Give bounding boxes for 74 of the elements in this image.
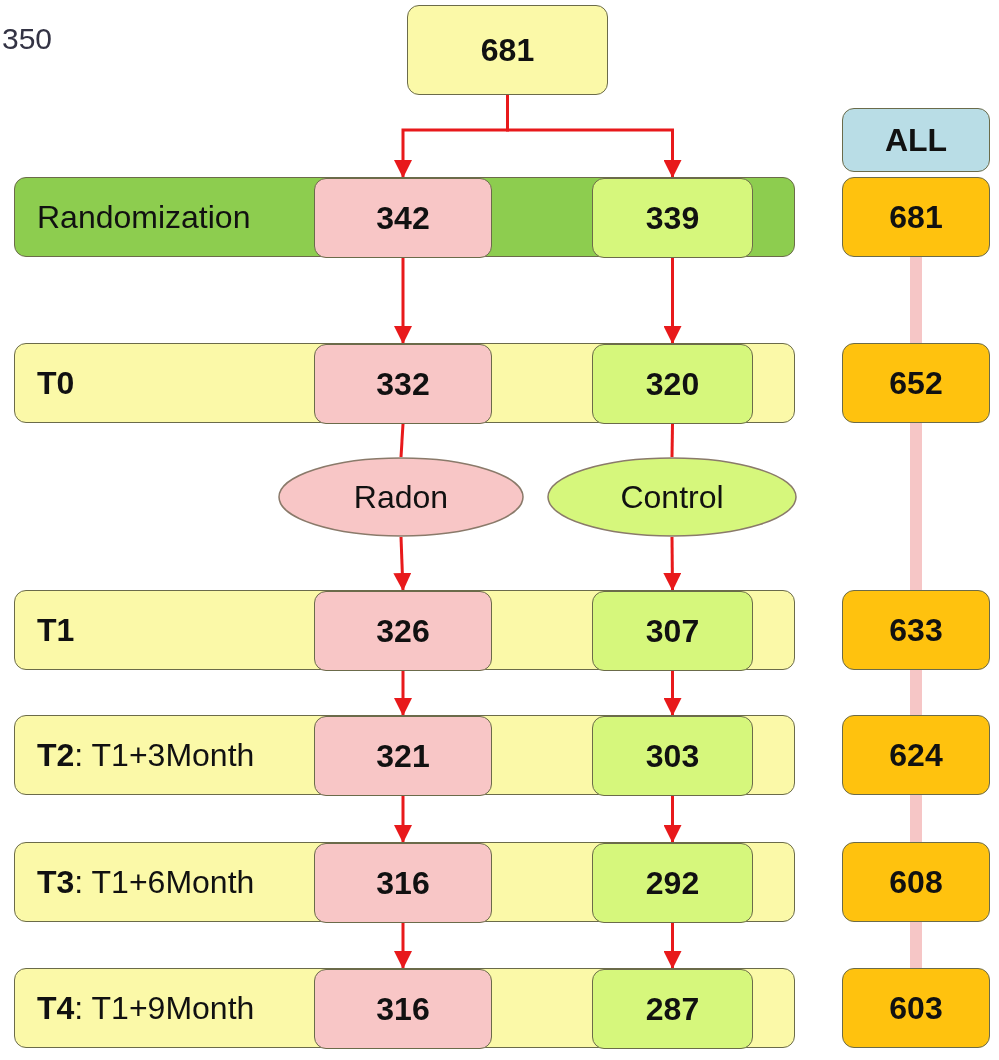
group-count-box	[592, 716, 753, 796]
arrow	[663, 796, 682, 843]
group-count-box	[592, 591, 753, 671]
arrow	[394, 923, 412, 969]
group-count-box	[314, 178, 492, 258]
count-value: 339	[645, 199, 700, 237]
count-value: 307	[645, 612, 700, 650]
group-count-box	[592, 178, 753, 258]
group-count-box	[314, 591, 492, 671]
arrow	[394, 796, 412, 843]
connector-bar	[910, 922, 922, 968]
group-count-box	[314, 843, 492, 923]
group-count-box	[592, 843, 753, 923]
count-value: 342	[376, 199, 430, 237]
count-value: 624	[889, 736, 943, 774]
count-value: Radon	[353, 478, 449, 516]
count-value: 316	[376, 864, 430, 902]
group-count-box	[314, 969, 492, 1049]
count-value: 321	[376, 737, 430, 775]
group-ellipse	[547, 457, 797, 537]
column-header-box	[842, 108, 990, 172]
connector-bar	[910, 257, 922, 343]
count-value: 287	[645, 990, 700, 1028]
stage-band	[14, 343, 795, 423]
arrow	[663, 671, 682, 716]
stage-label: T4: T1+9Month	[37, 989, 255, 1027]
count-box	[407, 5, 608, 95]
arrow	[663, 537, 682, 591]
group-count-box	[592, 969, 753, 1049]
connector-line	[399, 423, 405, 458]
stage-label: Randomization	[37, 198, 251, 236]
count-value: 633	[889, 611, 943, 649]
arrow	[394, 258, 412, 344]
count-value: Control	[620, 478, 724, 516]
stage-label: T2: T1+3Month	[37, 736, 255, 774]
total-count-box	[842, 715, 990, 795]
stage-label: T3: T1+6Month	[37, 863, 255, 901]
arrow	[663, 258, 682, 344]
count-value: 303	[645, 737, 700, 775]
total-count-box	[842, 590, 990, 670]
count-value: 292	[645, 864, 700, 902]
count-value: 603	[889, 989, 943, 1027]
group-ellipse	[278, 457, 524, 537]
stage-band	[14, 177, 795, 257]
total-count-box	[842, 177, 990, 257]
arrow	[663, 923, 682, 969]
total-count-box	[842, 343, 990, 423]
stage-label: T1	[37, 611, 75, 649]
figure-number: 350	[2, 22, 53, 56]
count-value: 326	[376, 612, 430, 650]
count-value: 681	[480, 31, 535, 69]
count-value: 316	[376, 990, 430, 1028]
stage-band	[14, 968, 795, 1048]
stage-label: T0	[37, 364, 75, 402]
count-value: 332	[376, 365, 430, 403]
connector-bar	[910, 423, 922, 590]
stage-band	[14, 590, 795, 670]
connector-line	[670, 423, 674, 458]
group-count-box	[592, 344, 753, 424]
arrow	[394, 671, 412, 716]
connector-bar	[910, 670, 922, 715]
stage-band	[14, 842, 795, 922]
count-value: ALL	[884, 121, 948, 159]
count-value: 320	[645, 365, 700, 403]
arrow	[393, 536, 412, 592]
count-value: 652	[889, 364, 943, 402]
total-count-box	[842, 842, 990, 922]
count-value: 608	[889, 863, 943, 901]
group-count-box	[314, 344, 492, 424]
total-count-box	[842, 968, 990, 1048]
count-value: 681	[889, 198, 943, 236]
stage-band	[14, 715, 795, 795]
connector-bar	[910, 795, 922, 842]
group-count-box	[314, 716, 492, 796]
